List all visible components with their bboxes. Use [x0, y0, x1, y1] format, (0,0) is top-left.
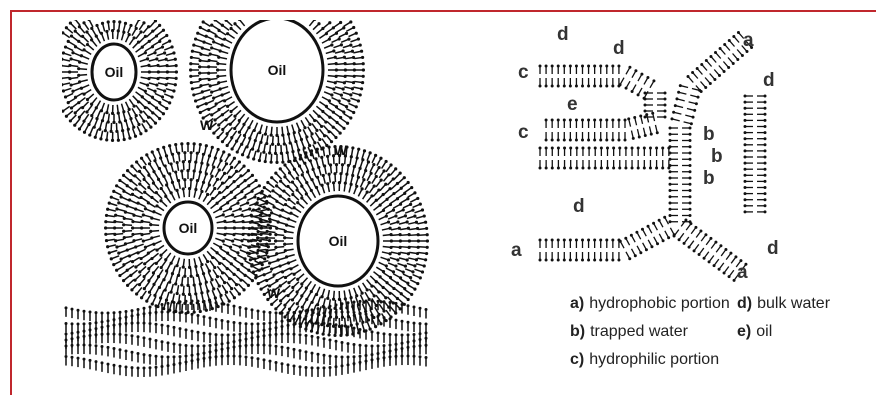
emulsion-svg: Oil Oil Oil Oil W W W: [62, 20, 432, 380]
label-a-3: a: [737, 262, 748, 283]
water-label-1: W: [200, 117, 214, 133]
frame-top-border: [10, 10, 876, 12]
oil-droplet-4: Oil: [298, 196, 378, 286]
oil-droplet-2: Oil: [231, 20, 323, 122]
legend-text-b: trapped water: [590, 323, 688, 340]
oil-label-3: Oil: [179, 220, 198, 236]
legend-text-e: oil: [756, 323, 772, 340]
legend-item-a: a) hydrophobic portion: [570, 295, 730, 313]
legend-key-a: a): [570, 295, 584, 312]
label-c-1: c: [518, 62, 529, 83]
label-a-1: a: [743, 30, 754, 51]
label-d-2: d: [613, 38, 625, 59]
frame-left-border: [10, 10, 12, 395]
label-b-1: b: [703, 124, 715, 145]
oil-droplet-1: Oil: [92, 44, 136, 100]
legend-text-d: bulk water: [757, 295, 830, 312]
oil-label-2: Oil: [268, 62, 287, 78]
label-d-4: d: [573, 196, 585, 217]
legend-item-b: b) trapped water: [570, 323, 688, 341]
bilayer-svg: d d a d c e c b b b d a a d: [505, 18, 825, 288]
label-b-2: b: [711, 146, 723, 167]
label-d-5: d: [767, 238, 779, 259]
oil-label-4: Oil: [329, 233, 348, 249]
water-label-2: W: [334, 142, 348, 158]
oil-label-1: Oil: [105, 64, 124, 80]
water-label-3: W: [267, 285, 281, 301]
legend-text-c: hydrophilic portion: [589, 351, 719, 368]
bilayer-diagram: d d a d c e c b b b d a a d: [505, 18, 825, 288]
legend-key-d: d): [737, 295, 752, 312]
bilayer-layers: [539, 31, 767, 282]
legend-key-c: c): [570, 351, 584, 368]
label-e: e: [567, 94, 578, 115]
label-c-2: c: [518, 122, 529, 143]
oil-droplet-3: Oil: [164, 202, 212, 254]
legend-key-e: e): [737, 323, 751, 340]
legend-item-c: c) hydrophilic portion: [570, 351, 719, 369]
label-d-3: d: [763, 70, 775, 91]
label-b-3: b: [703, 168, 715, 189]
label-a-2: a: [511, 240, 522, 261]
legend: a) hydrophobic portion b) trapped water c)…: [570, 295, 870, 387]
emulsion-diagram: Oil Oil Oil Oil W W W: [62, 20, 432, 380]
legend-key-b: b): [570, 323, 585, 340]
legend-item-e: e) oil: [737, 323, 772, 341]
legend-item-d: d) bulk water: [737, 295, 830, 313]
legend-text-a: hydrophobic portion: [589, 295, 730, 312]
label-d-1: d: [557, 24, 569, 45]
